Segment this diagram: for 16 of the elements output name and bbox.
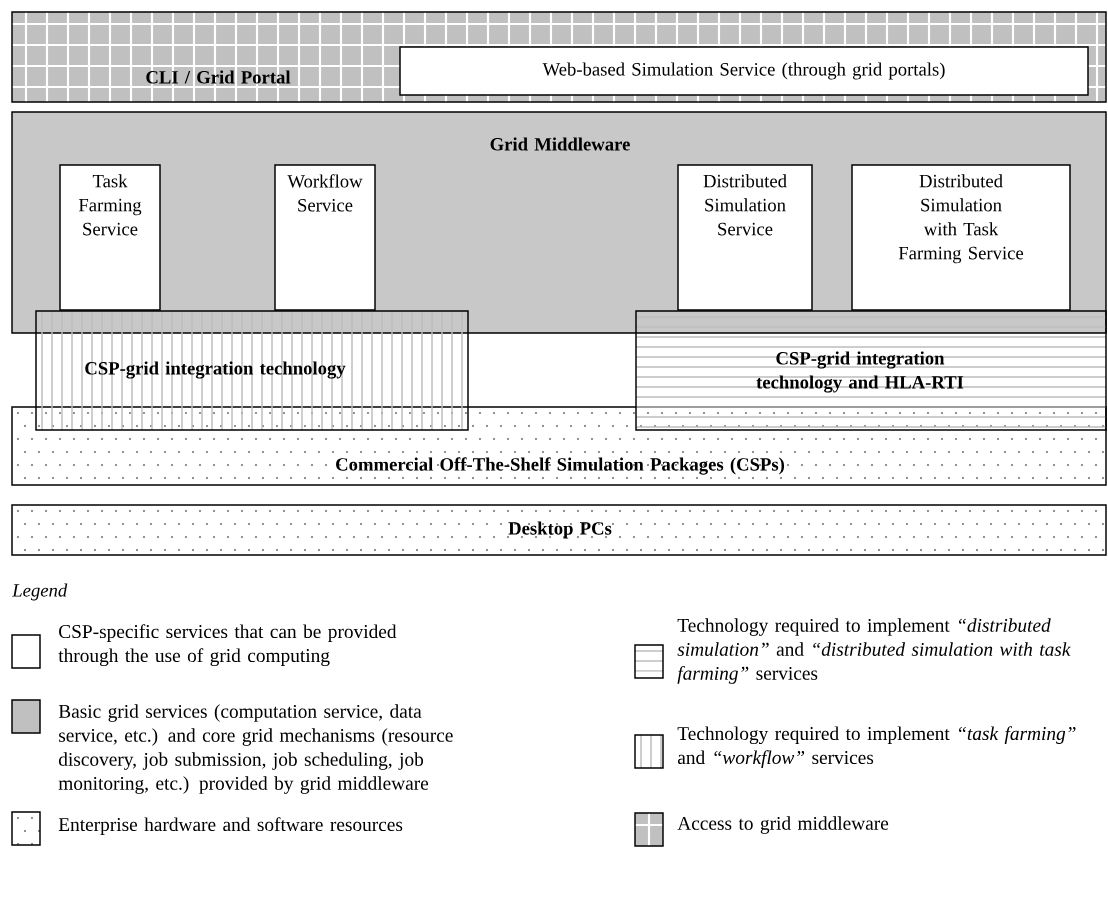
legend-title: Legend: [12, 583, 68, 601]
service-box: Task Farming Service: [59, 164, 161, 311]
legend-text: CSP-specific services that can be provided through the use of grid computing: [58, 624, 397, 667]
legend-text: Technology required to implement “distributed simulation” and “distributed simulation with task farming” services: [677, 618, 1071, 684]
legend-text: Enterprise hardware and software resources: [58, 817, 403, 835]
integration-box: CSP-grid integration technology: [35, 310, 469, 431]
packages-band: Commercial Off-The-Shelf Simulation Packages (CSPs): [11, 406, 1107, 486]
service-box: Workflow Service: [274, 164, 376, 311]
legend-text: Technology required to implement “task farming” and “workflow” services: [677, 726, 1076, 768]
legend-text: Access to grid middleware: [677, 816, 889, 834]
integration-box: CSP-grid integration technology and HLA-RTI: [635, 310, 1107, 431]
service-box: Distributed Simulation Service: [677, 164, 813, 311]
service-box: Web-based Simulation Service (through grid portals): [399, 46, 1089, 96]
service-box: Distributed Simulation with Task Farming Service: [851, 164, 1071, 311]
desktop-band: Desktop PCs: [11, 504, 1107, 556]
legend-text: Basic grid services (computation service, data service, etc.) and core grid mechanisms (resource discovery, job submission, job scheduling, job monitoring, etc.) provided by grid middleware: [58, 704, 453, 794]
